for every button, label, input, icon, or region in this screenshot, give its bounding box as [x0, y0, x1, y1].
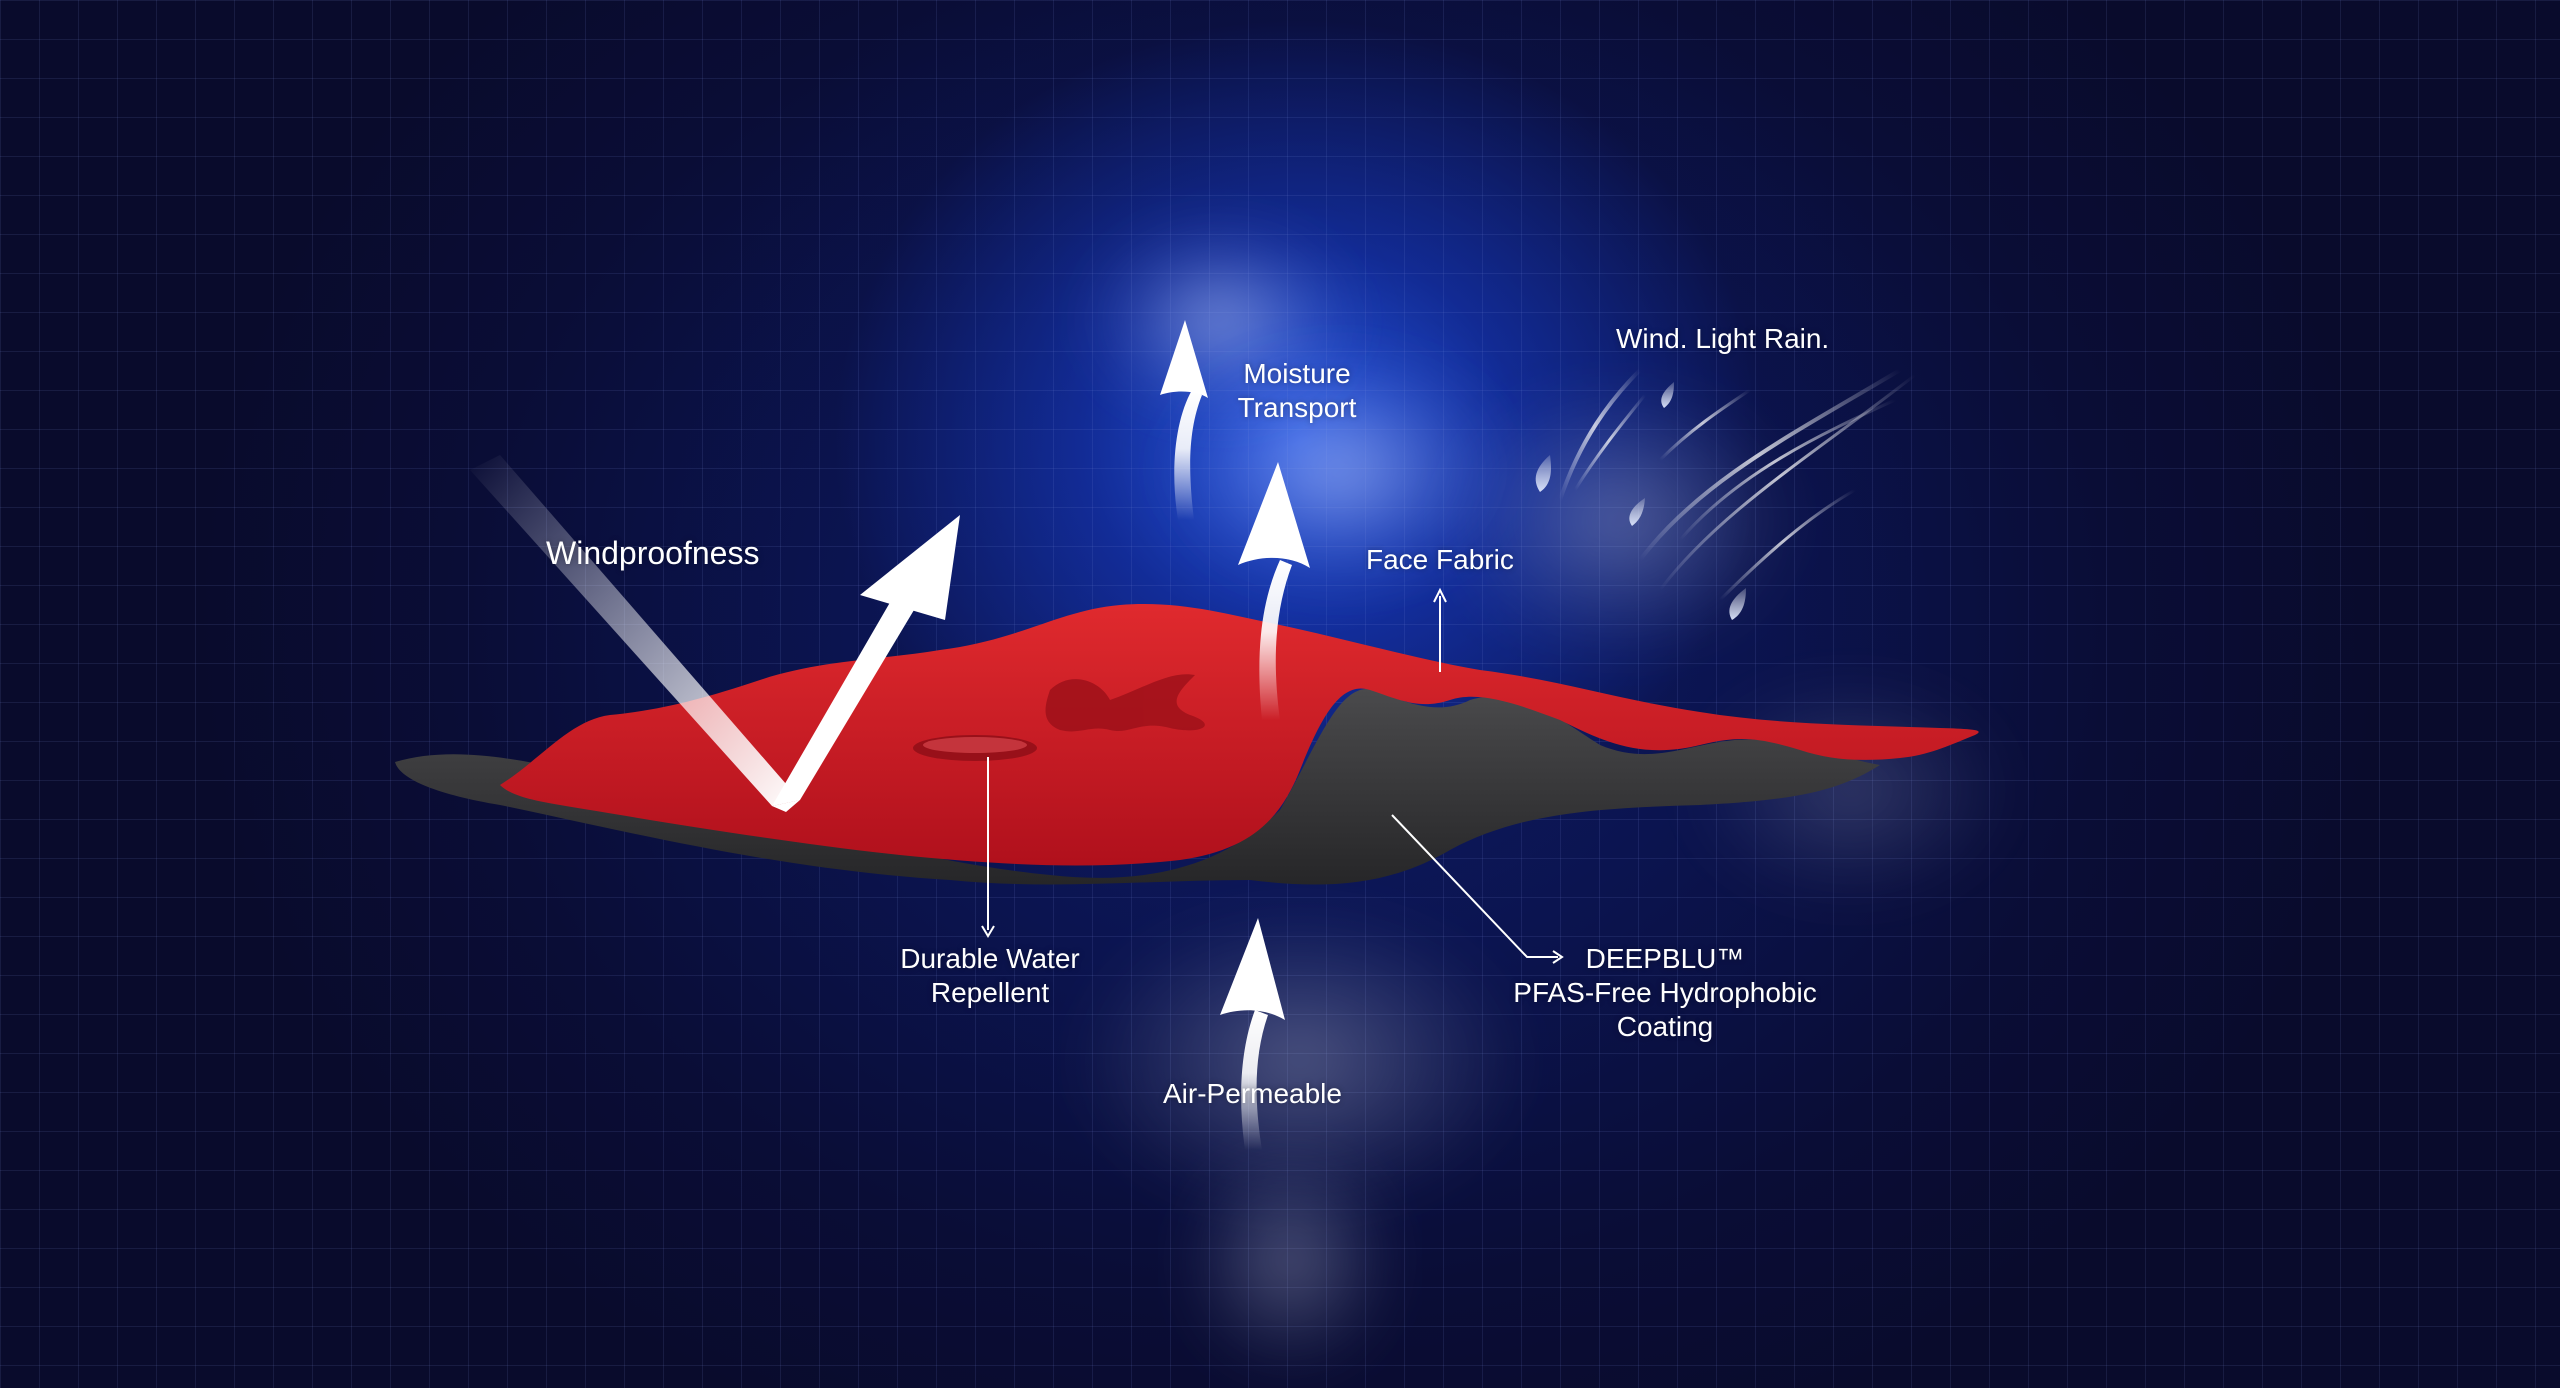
- deepblu-label: DEEPBLU™ PFAS-Free Hydrophobic Coating: [1490, 942, 1840, 1044]
- deepblu-label-line1: DEEPBLU™: [1585, 943, 1745, 974]
- dwr-label-line2: Repellent: [930, 977, 1050, 1008]
- mist-clouds: [1070, 210, 2020, 1380]
- deepblu-label-line2: PFAS-Free Hydrophobic: [1513, 977, 1817, 1008]
- dwr-label-line1: Durable Water: [900, 943, 1080, 974]
- moisture-transport-label: Moisture Transport: [1222, 357, 1372, 425]
- leader-lines: [981, 587, 1564, 964]
- air-arrow-icon: [1220, 918, 1285, 1150]
- face-fabric-label: Face Fabric: [1366, 544, 1514, 575]
- dwr-label: Durable Water Repellent: [880, 942, 1100, 1010]
- raindrop-icon: [1535, 382, 1746, 620]
- air-permeable-label: Air-Permeable: [1163, 1078, 1342, 1109]
- windproofness-label: Windproofness: [546, 535, 760, 571]
- windproof-arrow-icon: [470, 455, 960, 812]
- deepblu-label-line3: Coating: [1616, 1011, 1714, 1042]
- moisture-arrow-icon: [1160, 320, 1310, 720]
- moisture-label-line1: Moisture: [1243, 358, 1351, 389]
- water-beads: [913, 674, 1205, 761]
- wind-streak-icon: [1558, 368, 1917, 602]
- moisture-label-line2: Transport: [1237, 392, 1357, 423]
- wind-rain-label: Wind. Light Rain.: [1616, 323, 1830, 354]
